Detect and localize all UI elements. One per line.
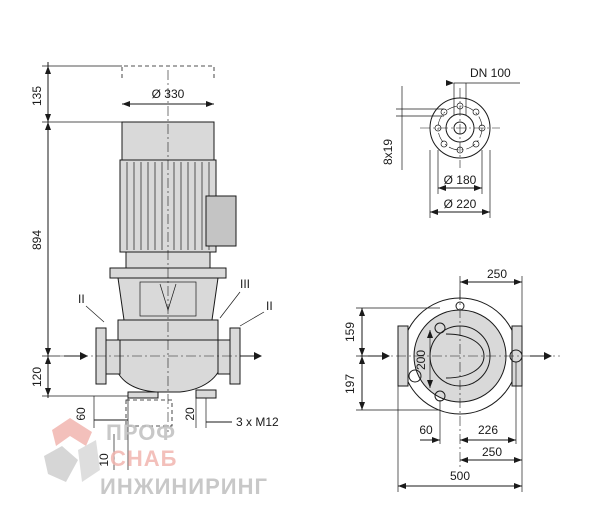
dim-left-60: 60 [419, 423, 433, 437]
dim-outer-diameter: Ø 220 [444, 197, 477, 211]
foot-right [195, 389, 217, 399]
dim-20: 20 [183, 407, 197, 421]
dim-120: 120 [30, 367, 44, 387]
dim-bolt: 3 x M12 [236, 415, 279, 429]
dim-top-250: 250 [487, 267, 507, 281]
foot-outline [125, 399, 173, 427]
motor-ribs [126, 162, 210, 250]
dim-159: 159 [343, 322, 357, 342]
watermark-line2: СНАБ [110, 446, 177, 471]
nozzle-right [217, 339, 231, 375]
dim-bottom-250: 250 [482, 445, 502, 459]
dim-total-500: 500 [450, 469, 470, 483]
terminal-box [205, 195, 237, 247]
watermark-logo [44, 418, 100, 482]
dim-motor-diameter: Ø 330 [152, 87, 185, 101]
marker-ii-left: II [78, 292, 85, 306]
clearance-outline [121, 65, 215, 78]
marker-iii: III [240, 277, 250, 291]
bolt-hole-2 [434, 322, 446, 334]
dim-holes: 8x19 [381, 139, 395, 165]
dim-894: 894 [30, 230, 44, 250]
dim-197: 197 [343, 374, 357, 394]
flange-view: DN 100 8x19 Ø 180 Ø 220 [381, 66, 520, 218]
dim-226: 226 [478, 423, 498, 437]
dim-135: 135 [30, 86, 44, 106]
watermark-line1: ПРОФ [106, 420, 176, 445]
dim-foot-60: 60 [74, 407, 88, 421]
dim-foot-10: 10 [97, 453, 111, 467]
foot-left [127, 391, 159, 399]
volute-curve [445, 333, 485, 379]
bolt-hole-1 [408, 369, 422, 383]
dim-dn: DN 100 [470, 66, 511, 80]
side-view: 135 894 120 Ø 330 60 10 20 3 x M12 II II… [30, 62, 279, 470]
watermark: ПРОФ СНАБ ИНЖИНИРИНГ [44, 418, 268, 499]
dim-200: 200 [414, 350, 428, 370]
dim-bolt-circle: Ø 180 [444, 173, 477, 187]
watermark-line3: ИНЖИНИРИНГ [100, 474, 268, 499]
nozzle-left [105, 339, 121, 375]
marker-ii-right: II [266, 299, 273, 313]
top-view: 250 159 197 200 60 226 250 [343, 267, 560, 492]
